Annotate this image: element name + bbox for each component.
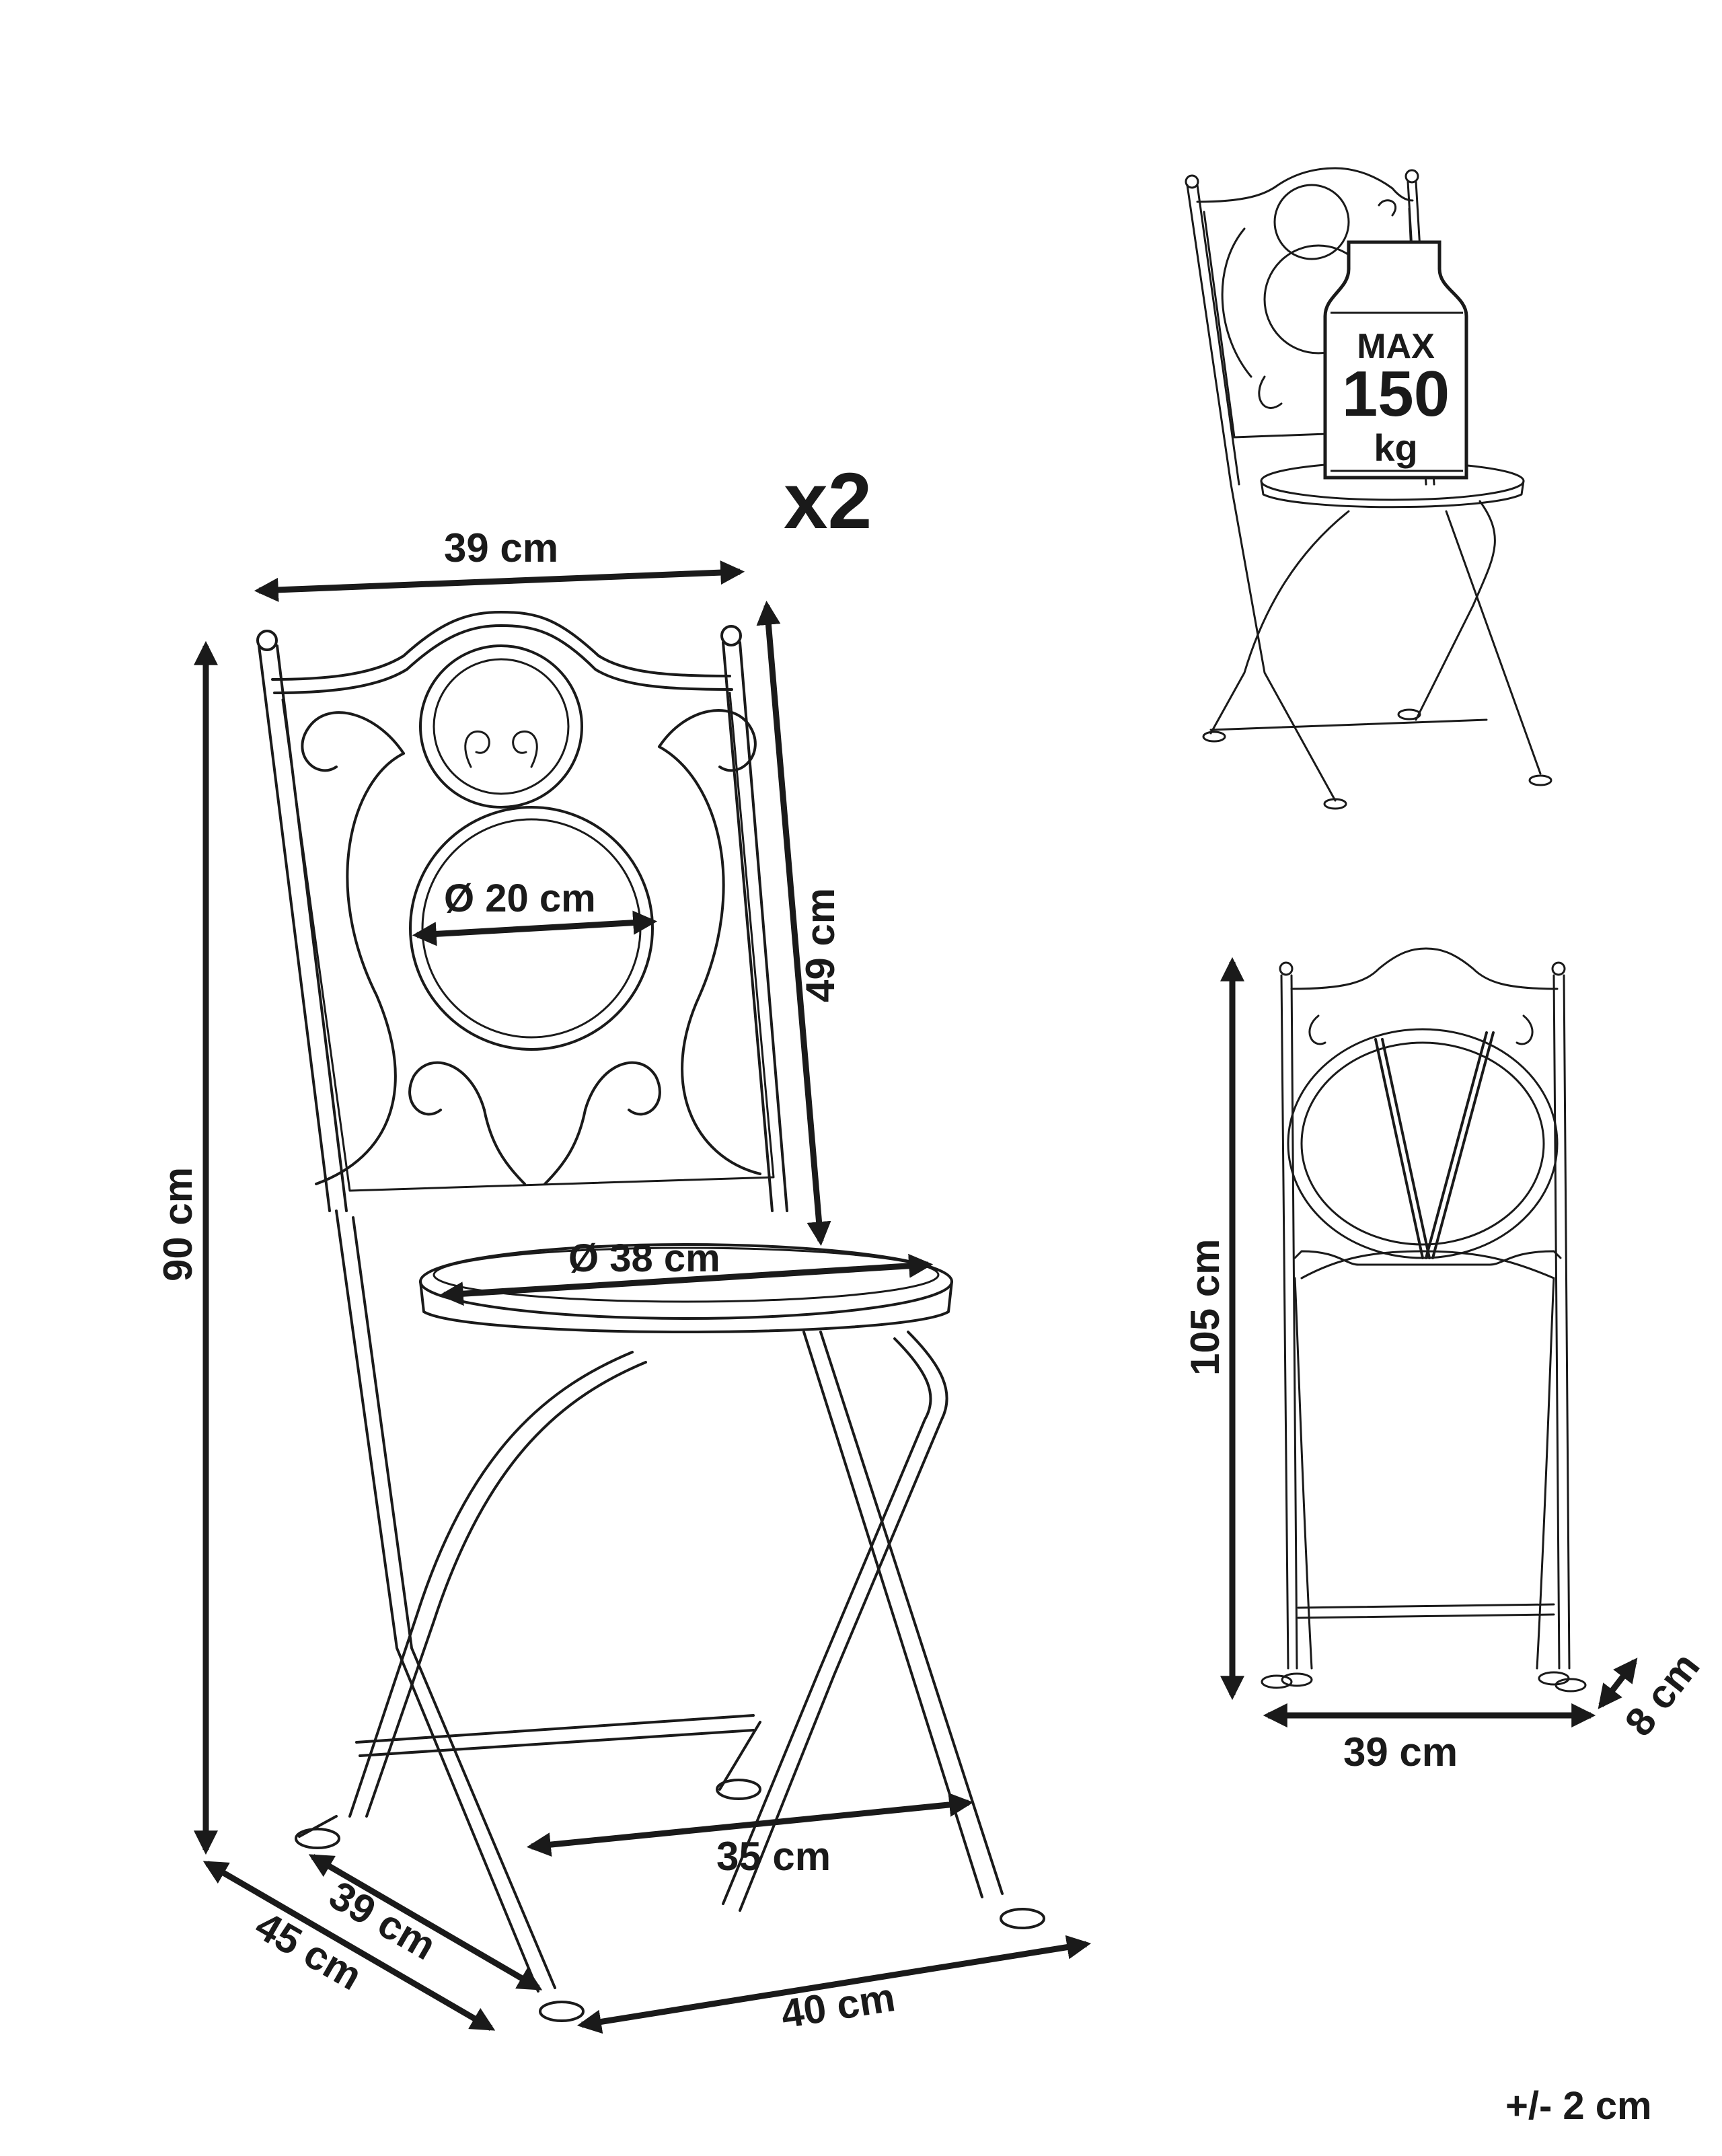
max-load-line2: 150 (1342, 358, 1450, 430)
label-folded-thickness: 8 cm (1616, 1644, 1708, 1744)
label-seat-diameter: Ø 38 cm (568, 1236, 720, 1280)
label-base-width: 40 cm (778, 1974, 899, 2037)
chair-folded-drawing (1261, 947, 1587, 1693)
label-folded-width: 39 cm (1343, 1730, 1458, 1775)
main-dimension-lines (194, 560, 1092, 2034)
label-leg-span: 35 cm (716, 1834, 831, 1879)
weight-bottle-icon: MAX 150 kg (1323, 240, 1468, 480)
folded-dimension-lines (1220, 957, 1638, 1727)
tolerance-note: +/- 2 cm (1505, 2084, 1652, 2128)
max-load-line3: kg (1374, 426, 1417, 469)
label-medallion-diameter: Ø 20 cm (444, 877, 596, 920)
label-folded-height: 105 cm (1183, 1239, 1228, 1376)
max-load-line1: MAX (1357, 327, 1435, 366)
label-total-height: 90 cm (155, 1167, 200, 1281)
quantity-label: x2 (784, 457, 872, 546)
label-width-back: 39 cm (444, 525, 558, 570)
label-back-height: 49 cm (798, 888, 843, 1002)
